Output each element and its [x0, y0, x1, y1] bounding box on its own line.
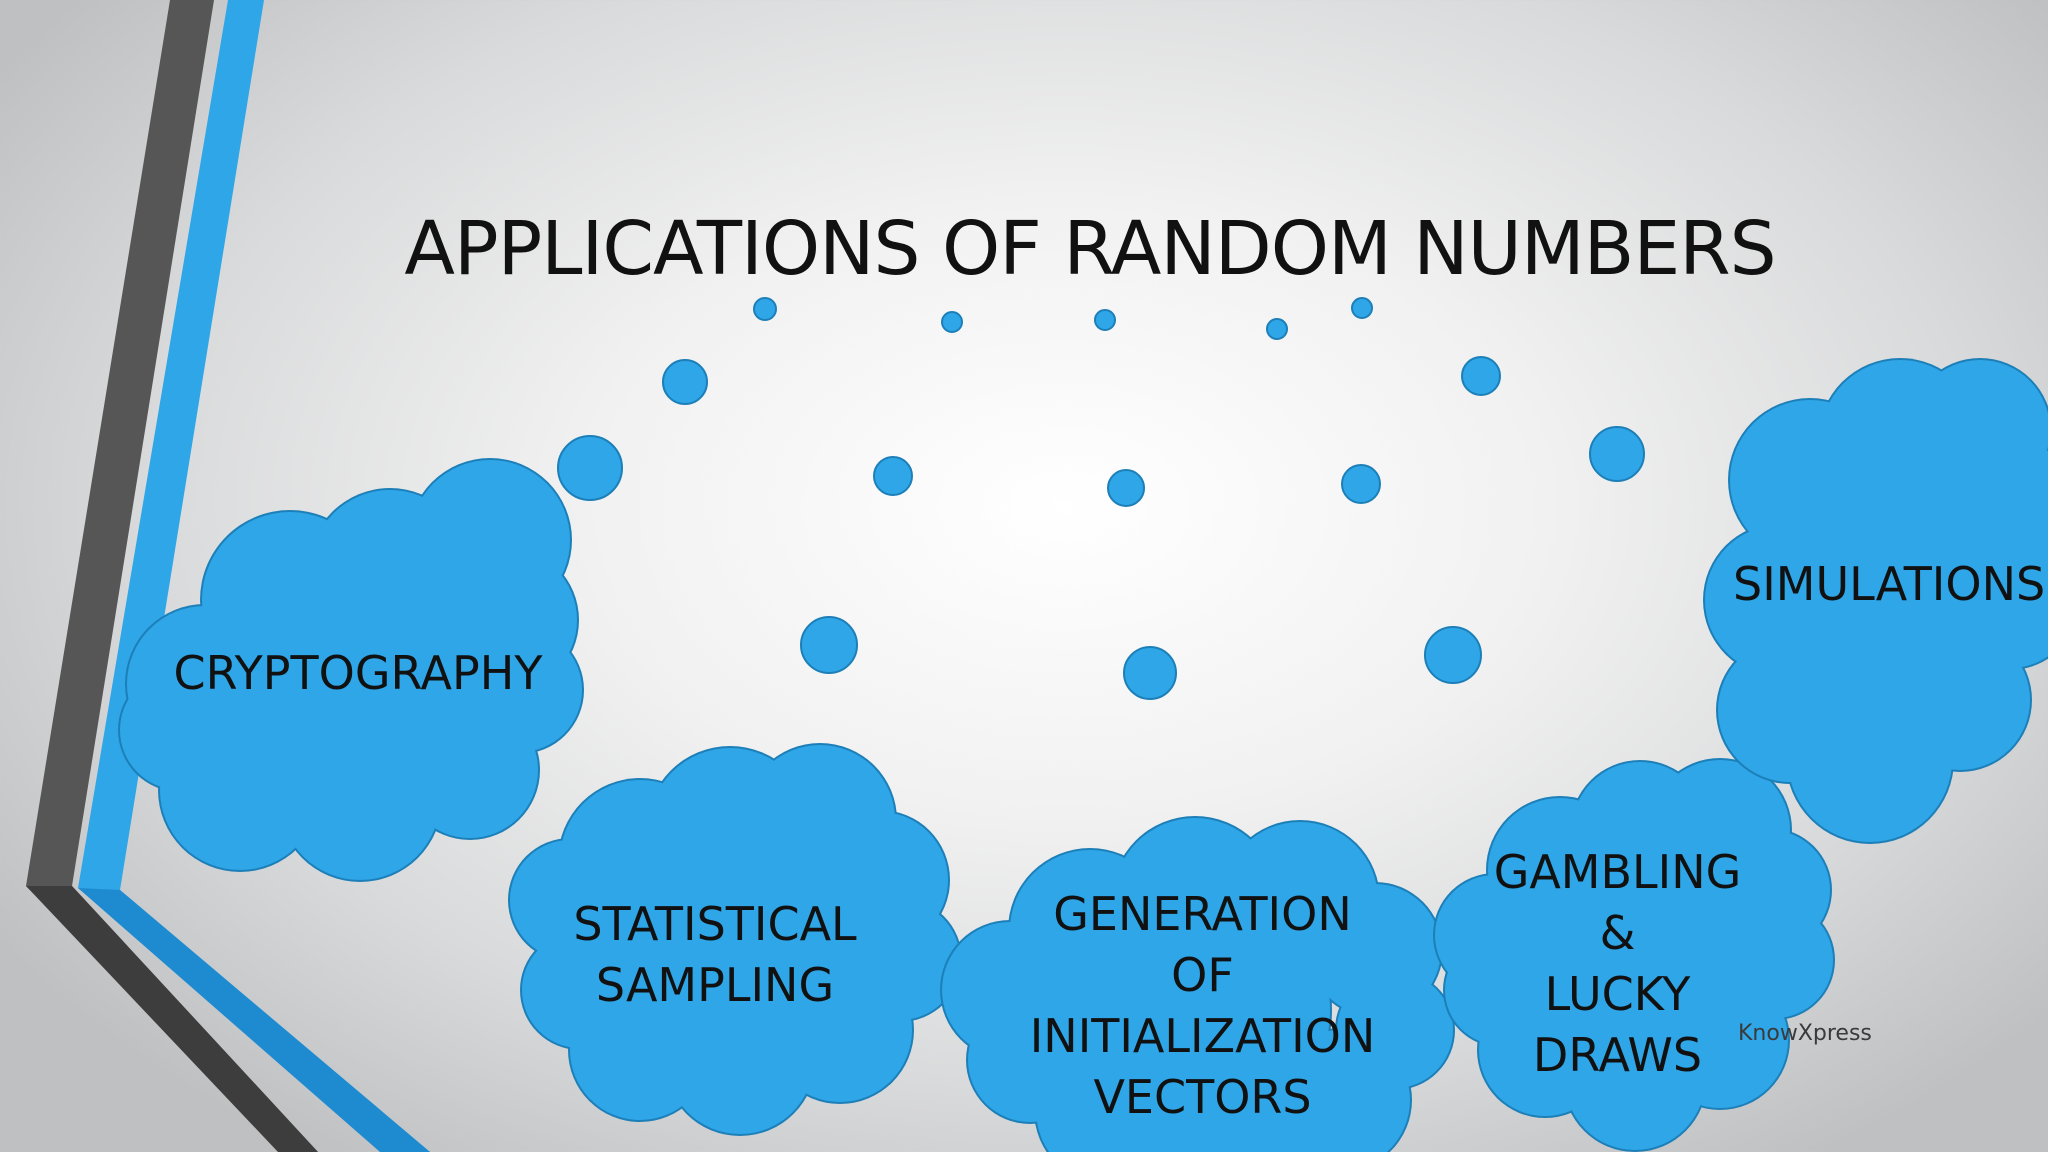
cloud-label-line: GENERATION — [1053, 887, 1352, 941]
cloud-label-line: & — [1599, 906, 1636, 960]
cloud-statistical-sampling — [508, 743, 962, 1136]
blue-bar-lower — [78, 888, 430, 1152]
cloud-label-generation-of-iv: GENERATION OF INITIALIZATION VECTORS — [990, 884, 1415, 1128]
cloud-lobe — [1070, 880, 1330, 1140]
cloud-label-line: SAMPLING — [595, 958, 835, 1012]
slide-title: APPLICATIONS OF RANDOM NUMBERS — [404, 206, 1776, 292]
cloud-label-line: SIMULATIONS — [1733, 557, 2046, 611]
cloud-label-line: DRAWS — [1532, 1028, 1703, 1082]
dark-bar-lower — [26, 886, 318, 1152]
bubble-dot — [1461, 356, 1501, 396]
cloud-label-cryptography: CRYPTOGRAPHY — [130, 646, 586, 700]
bubble-dot — [1589, 426, 1645, 482]
bubble-dot — [1094, 309, 1116, 331]
cloud-label-line: VECTORS — [1093, 1070, 1312, 1124]
cloud-lobe — [610, 830, 850, 1070]
bubble-dot — [873, 456, 913, 496]
bubble-dot — [662, 359, 708, 405]
cloud-lobe — [1775, 465, 2025, 715]
bubble-dot — [941, 311, 963, 333]
cloud-lobe — [240, 580, 460, 800]
bubble-dot — [1341, 464, 1381, 504]
footer-text: KnowXpress — [1738, 1021, 1872, 1046]
bubble-dot — [557, 435, 623, 501]
cloud-lobe — [1525, 845, 1755, 1075]
cloud-label-line: STATISTICAL — [573, 897, 857, 951]
cloud-lobe — [968, 998, 1092, 1122]
cloud-label-line: OF — [1171, 948, 1234, 1002]
cloud-lobe — [120, 670, 240, 790]
cloud-label-simulations: SIMULATIONS — [1733, 556, 2048, 612]
bubble-dot — [1424, 626, 1482, 684]
cloud-simulations — [1703, 358, 2048, 844]
bubble-dot — [1107, 469, 1145, 507]
bubble-dot — [753, 297, 777, 321]
dark-bar — [26, 0, 318, 1152]
cloud-label-statistical-sampling: STATISTICAL SAMPLING — [515, 894, 915, 1016]
bubble-dot — [1351, 297, 1373, 319]
cloud-label-line: INITIALIZATION — [1029, 1009, 1376, 1063]
cloud-gambling — [1433, 758, 1835, 1152]
cloud-label-gambling: GAMBLING & LUCKY DRAWS — [1460, 842, 1775, 1086]
cloud-label-line: LUCKY — [1544, 967, 1691, 1021]
cloud-generation-of-iv — [940, 816, 1455, 1152]
cloud-cryptography — [118, 458, 584, 882]
cloud-label-line: GAMBLING — [1493, 845, 1742, 899]
bubble-dot — [1123, 646, 1177, 700]
cloud-lobe — [522, 932, 638, 1048]
bubble-dot — [1266, 318, 1288, 340]
cloud-label-line: CRYPTOGRAPHY — [173, 646, 543, 700]
bubble-dot — [800, 616, 858, 674]
blue-bar — [78, 0, 430, 1152]
